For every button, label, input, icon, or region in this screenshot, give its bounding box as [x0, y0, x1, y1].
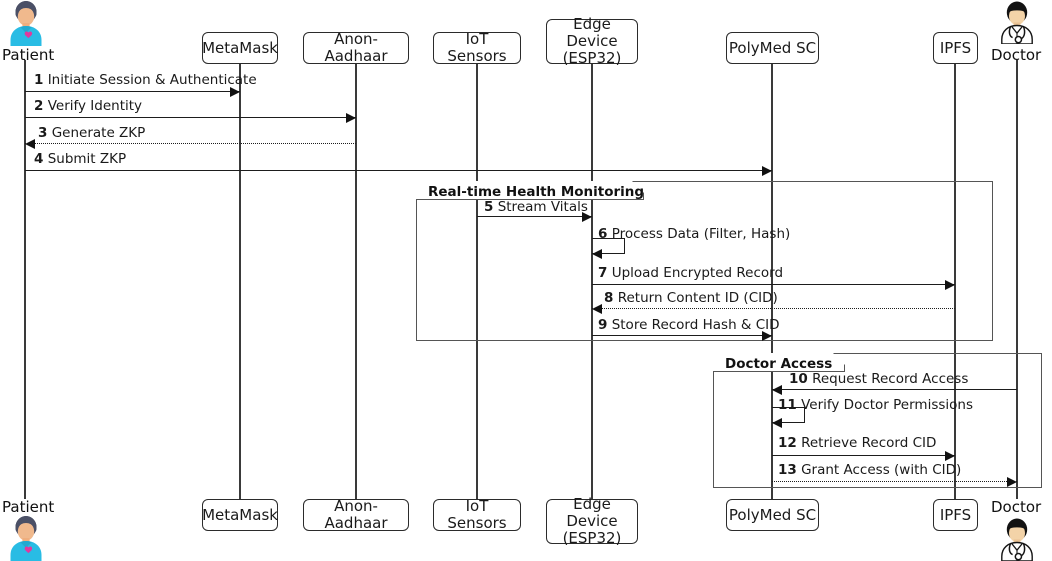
- fragment-realtime: [416, 181, 993, 341]
- message-10-label: 10 Request Record Access: [789, 372, 968, 387]
- message-9-arrowhead: [762, 330, 772, 341]
- participant-edge[interactable]: Edge Device (ESP32): [546, 16, 638, 67]
- message-13-line: [772, 481, 1017, 482]
- participant-ipfs-footer[interactable]: IPFS: [933, 499, 978, 531]
- message-3-number: 3: [38, 125, 48, 141]
- message-12-label: 12 Retrieve Record CID: [778, 436, 936, 451]
- message-11-self-loop: [772, 407, 805, 423]
- lifeline-metamask: [239, 64, 241, 499]
- participant-ipfs[interactable]: IPFS: [933, 32, 978, 64]
- message-8-text: Return Content ID (CID): [613, 290, 778, 306]
- message-8-arrowhead: [592, 303, 602, 314]
- message-11-number: 11: [778, 397, 797, 413]
- message-13-text: Grant Access (with CID): [796, 462, 962, 478]
- message-12-arrowhead: [945, 450, 955, 461]
- message-2-arrowhead: [346, 112, 356, 123]
- doctor-avatar-icon-bottom: [995, 517, 1039, 561]
- participant-metamask-footer[interactable]: MetaMask: [202, 499, 278, 531]
- message-7-line: [592, 284, 955, 285]
- message-13-number: 13: [778, 462, 797, 478]
- message-10-text: Request Record Access: [807, 371, 969, 387]
- participant-iot-footer[interactable]: IoT Sensors: [433, 498, 521, 532]
- message-12-text: Retrieve Record CID: [796, 435, 937, 451]
- message-11-arrowhead: [772, 418, 782, 428]
- actor-label-doctor-bottom: Doctor: [991, 498, 1042, 516]
- message-9-label: 9 Store Record Hash & CID: [598, 318, 780, 333]
- fragment-title-realtime: Real-time Health Monitoring: [428, 184, 645, 200]
- lifeline-iot: [476, 64, 478, 499]
- message-1-label: 1 Initiate Session & Authenticate: [34, 73, 257, 88]
- message-6-number: 6: [598, 226, 608, 242]
- participant-metamask[interactable]: MetaMask: [202, 32, 278, 64]
- lifeline-polymed: [771, 64, 773, 499]
- message-5-text: Stream Vitals: [493, 199, 588, 215]
- message-1-line: [25, 91, 240, 92]
- message-8-number: 8: [604, 290, 614, 306]
- message-5-line: [477, 216, 592, 217]
- message-3-line: [25, 143, 356, 144]
- message-8-label: 8 Return Content ID (CID): [604, 291, 778, 306]
- fragment-title-doctoraccess: Doctor Access: [725, 356, 833, 372]
- message-7-number: 7: [598, 265, 608, 281]
- lifeline-anonaadhaar: [355, 64, 357, 499]
- message-3-label: 3 Generate ZKP: [38, 126, 145, 141]
- lifeline-edge: [591, 64, 593, 499]
- message-13-arrowhead: [1007, 476, 1017, 487]
- message-5-label: 5 Stream Vitals: [484, 200, 588, 215]
- participant-anonaadhaar-footer[interactable]: Anon-Aadhaar: [303, 498, 409, 532]
- actor-label-patient-bottom: Patient: [2, 498, 55, 516]
- message-8-line: [592, 308, 955, 309]
- message-1-text: Initiate Session & Authenticate: [43, 72, 257, 88]
- patient-avatar-icon-bottom: [4, 515, 48, 561]
- participant-polymed-footer[interactable]: PolyMed SC: [726, 499, 819, 531]
- message-9-text: Store Record Hash & CID: [607, 317, 780, 333]
- message-9-line: [592, 335, 772, 336]
- participant-edge-footer[interactable]: Edge Device (ESP32): [546, 496, 638, 547]
- message-7-arrowhead: [945, 279, 955, 290]
- doctor-avatar-icon: [995, 0, 1039, 48]
- lifeline-patient: [24, 60, 26, 499]
- message-12-number: 12: [778, 435, 797, 451]
- message-7-text: Upload Encrypted Record: [607, 265, 784, 281]
- actor-label-doctor-top: Doctor: [991, 46, 1042, 64]
- message-6-text: Process Data (Filter, Hash): [607, 226, 791, 242]
- message-9-number: 9: [598, 317, 608, 333]
- message-1-number: 1: [34, 72, 44, 88]
- message-10-number: 10: [789, 371, 808, 387]
- message-5-arrowhead: [582, 211, 592, 222]
- message-10-line: [772, 389, 1017, 390]
- fragment-doctoraccess: [713, 353, 1042, 488]
- patient-avatar-icon: [4, 0, 48, 50]
- message-6-arrowhead: [592, 249, 602, 259]
- message-11-label: 11 Verify Doctor Permissions: [778, 398, 973, 413]
- message-2-label: 2 Verify Identity: [34, 99, 142, 114]
- message-4-number: 4: [34, 151, 44, 167]
- message-7-label: 7 Upload Encrypted Record: [598, 266, 783, 281]
- message-11-text: Verify Doctor Permissions: [796, 397, 973, 413]
- message-2-number: 2: [34, 98, 44, 114]
- message-3-arrowhead: [25, 138, 35, 149]
- message-1-arrowhead: [230, 86, 240, 97]
- actor-label-patient-top: Patient: [2, 46, 55, 64]
- message-2-text: Verify Identity: [43, 98, 143, 114]
- message-2-line: [25, 117, 356, 118]
- message-4-line: [25, 170, 772, 171]
- lifeline-doctor: [1016, 60, 1018, 499]
- message-4-label: 4 Submit ZKP: [34, 152, 126, 167]
- participant-iot[interactable]: IoT Sensors: [433, 31, 521, 65]
- participant-polymed[interactable]: PolyMed SC: [726, 32, 819, 64]
- message-3-text: Generate ZKP: [47, 125, 146, 141]
- participant-anonaadhaar[interactable]: Anon-Aadhaar: [303, 31, 409, 65]
- message-6-self-loop: [592, 238, 625, 254]
- message-12-line: [772, 455, 955, 456]
- message-6-label: 6 Process Data (Filter, Hash): [598, 227, 790, 242]
- message-10-arrowhead: [772, 384, 782, 395]
- message-13-label: 13 Grant Access (with CID): [778, 463, 961, 478]
- message-4-arrowhead: [762, 165, 772, 176]
- message-5-number: 5: [484, 199, 494, 215]
- message-4-text: Submit ZKP: [43, 151, 127, 167]
